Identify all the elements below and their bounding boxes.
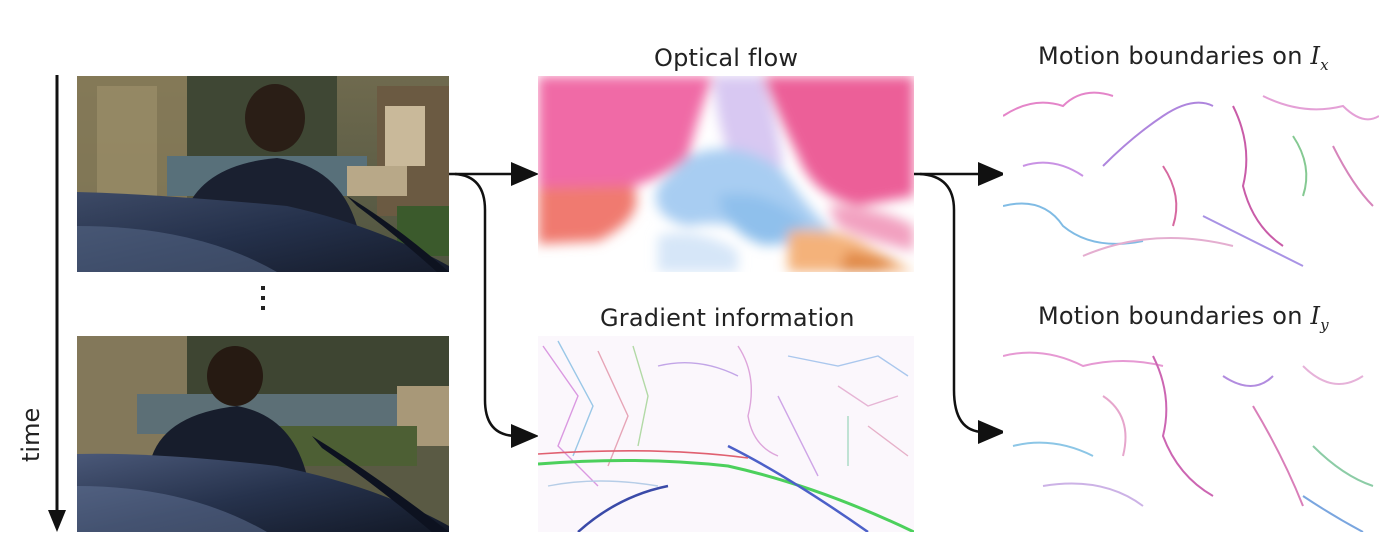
time-axis-label: time — [17, 407, 45, 462]
gradient-information-image — [538, 336, 914, 532]
motion-boundaries-iy-subscript: y — [1320, 315, 1329, 334]
frame-ellipsis — [259, 286, 267, 316]
video-frame-top — [77, 76, 449, 272]
optical-flow-image — [538, 76, 914, 272]
arrows-to-motion-boundaries — [914, 162, 1006, 444]
optical-flow-title: Optical flow — [654, 44, 799, 72]
motion-boundaries-iy-prefix: Motion boundaries on — [1038, 302, 1311, 330]
time-axis-arrow — [48, 75, 66, 532]
gradient-information-title: Gradient information — [600, 304, 855, 332]
motion-boundaries-ix-symbol: I — [1310, 42, 1321, 70]
motion-boundaries-ix-prefix: Motion boundaries on — [1038, 42, 1311, 70]
motion-boundaries-iy-title: Motion boundaries on Iy — [1038, 302, 1329, 334]
motion-boundaries-ix-title: Motion boundaries on Ix — [1038, 42, 1329, 74]
motion-boundaries-iy-image — [1003, 336, 1379, 532]
motion-boundaries-ix-subscript: x — [1320, 55, 1329, 74]
motion-boundaries-ix-image — [1003, 76, 1379, 272]
motion-boundaries-iy-symbol: I — [1310, 302, 1321, 330]
arrows-to-flow-and-gradient — [449, 162, 539, 448]
video-frame-bottom — [77, 336, 449, 532]
